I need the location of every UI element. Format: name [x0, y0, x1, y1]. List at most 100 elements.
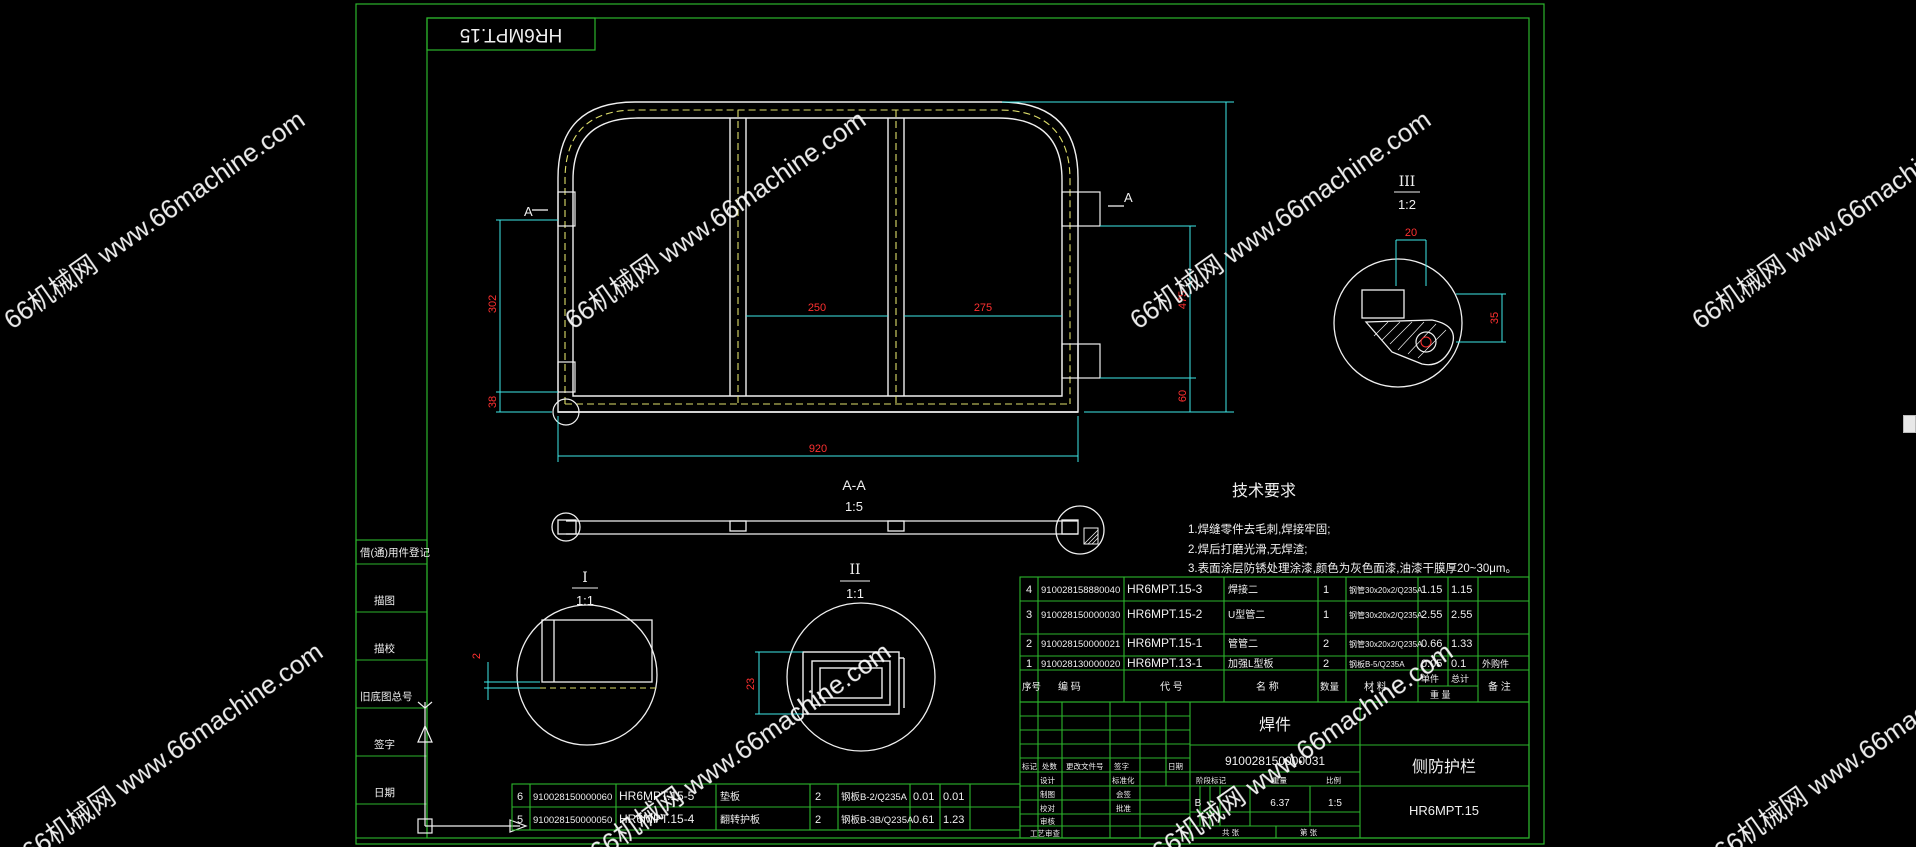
detail-ii-label: II — [849, 562, 860, 578]
bom-r2-c8: 2.55 — [1451, 609, 1472, 621]
side-table-cell-3: 描校 — [374, 642, 395, 655]
title-sheet-total: 共 张 — [1222, 828, 1240, 837]
watermark-4: 66机械网 www.66machine.com — [1686, 104, 1916, 335]
bom-lower-r1-c3: HR6MPT.15-5 — [619, 789, 695, 803]
side-table-cell-4: 旧底图总号 — [360, 690, 413, 703]
bom-lower-r1-c7: 0.01 — [913, 791, 934, 803]
dim-overall-width: 920 — [809, 443, 827, 455]
detail-i-label: I — [582, 570, 588, 586]
bom-r3-c5: 2 — [1323, 638, 1329, 650]
bom-upper-table: 4 910028158880040 HR6MPT.15-3 焊接二 1 钢管30… — [1019, 576, 1530, 703]
watermark-5: 66机械网 www.66machine.com — [16, 636, 328, 847]
title-std-3: 批准 — [1116, 803, 1132, 813]
title-stage-header-2: 重量 — [1272, 776, 1288, 785]
bom-r3-c3: HR6MPT.15-1 — [1127, 636, 1203, 650]
bom-r3-c7: 0.66 — [1421, 638, 1442, 650]
bom-lower-r1-c5: 2 — [815, 791, 821, 803]
dim-right-height-b: 60 — [1177, 390, 1189, 402]
bom-h-qty: 数量 — [1320, 681, 1340, 693]
title-std-2: 会签 — [1116, 789, 1132, 799]
bom-h-drawing: 代 号 — [1160, 681, 1183, 693]
bom-lower-r1-c4: 垫板 — [720, 790, 740, 803]
dim-left-height-a: 302 — [487, 295, 499, 313]
section-view-scale: 1:5 — [845, 499, 863, 514]
bom-r4-c2: 910028130000020 — [1041, 659, 1120, 670]
bom-r1-c4: 焊接二 — [1228, 583, 1258, 596]
inner-rail — [572, 117, 1063, 397]
dim-detail-i-gap: 2 — [471, 653, 483, 659]
section-view-label: A-A — [842, 477, 866, 493]
bom-r3-c2: 910028150000021 — [1041, 639, 1120, 650]
tech-req-title: 技术要求 — [1232, 482, 1296, 500]
watermark-3: 66机械网 www.66machine.com — [1124, 104, 1436, 335]
side-table-cell-2: 描图 — [374, 594, 395, 607]
stamp-box: HR6MPT.15 — [426, 17, 596, 51]
bom-lower-r1-c6: 钢板B-2/Q235A — [841, 791, 908, 803]
tech-req-line-1: 1.焊缝零件去毛刺,焊接牢固; — [1188, 522, 1330, 536]
bom-r4-c3: HR6MPT.13-1 — [1127, 656, 1203, 670]
outer-rail — [557, 101, 1079, 413]
drawing-frame — [355, 3, 1545, 845]
title-block: 焊件 910028150000031 侧防护栏 HR6MPT.15 B 6.37… — [1019, 701, 1530, 839]
detail-iii-scale: 1:2 — [1398, 197, 1416, 212]
watermark-2: 66机械网 www.66machine.com — [559, 104, 871, 335]
title-sheet-current: 第 张 — [1300, 827, 1318, 837]
vertical-scrollbar-thumb[interactable] — [1903, 415, 1916, 433]
side-table-cell-6: 日期 — [374, 787, 395, 799]
dim-detail-ii-height: 23 — [745, 678, 757, 690]
bom-lower-table: 6 910028150000060 HR6MPT.15-5 垫板 2 钢板B-2… — [511, 783, 1021, 831]
title-std-1: 标准化 — [1112, 775, 1135, 785]
title-weight: 6.37 — [1270, 798, 1290, 809]
title-drawing-no: HR6MPT.15 — [1409, 803, 1479, 818]
bom-lower-r2-c3: HR6MPT.15-4 — [619, 812, 695, 826]
bom-r4-c1: 1 — [1026, 658, 1032, 670]
ucs-axis-icon — [417, 701, 528, 834]
bom-h-name: 名 称 — [1256, 680, 1279, 693]
detail-view-iii: III 1:2 20 35 — [1333, 174, 1506, 388]
dimension-texts: 302 38 250 275 920 475 60 — [487, 291, 1189, 455]
detail-iii-label: III — [1399, 174, 1416, 190]
bom-r3-c8: 1.33 — [1451, 638, 1472, 650]
bom-r2-c4: U型管二 — [1228, 608, 1265, 621]
watermark-8: 66机械网 www.66machine.com — [1708, 636, 1916, 847]
title-assembly-label: 焊件 — [1259, 716, 1291, 734]
bom-r4-c7: 0.05 — [1421, 658, 1442, 670]
bom-lower-r2-c8: 1.23 — [943, 814, 964, 826]
side-table-cell-1: 借(通)用件登记 — [360, 546, 430, 559]
bom-h-total: 总计 — [1451, 673, 1469, 684]
side-table-cell-5: 签字 — [374, 738, 395, 751]
title-stage-header-3: 比例 — [1326, 775, 1341, 785]
bom-r2-c3: HR6MPT.15-2 — [1127, 607, 1203, 621]
stamp-code-text: HR6MPT.15 — [460, 24, 562, 45]
bom-r2-c7: 2.55 — [1421, 609, 1442, 621]
bom-h-weight: 重 量 — [1430, 689, 1451, 700]
bom-lower-r2-c6: 钢板B-3B/Q235A — [841, 814, 914, 826]
dimension-lines — [496, 101, 1234, 462]
bom-h-index: 序号 — [1022, 681, 1041, 693]
detail-ii-scale: 1:1 — [846, 586, 864, 601]
dim-span-right: 275 — [974, 302, 992, 314]
bom-r4-c9: 外购件 — [1482, 658, 1509, 669]
bom-r1-c6: 钢管30x20x2/Q235A — [1349, 585, 1423, 595]
bom-r2-c5: 1 — [1323, 609, 1329, 621]
title-role-5: 工艺审查 — [1030, 828, 1060, 838]
detail-i-scale: 1:1 — [576, 593, 594, 608]
bom-lower-r2-c1: 5 — [517, 814, 523, 826]
detail-view-ii: II 1:1 23 — [745, 562, 936, 752]
bom-r4-c6: 钢板B-5/Q235A — [1349, 659, 1405, 669]
tech-req-line-2: 2.焊后打磨光滑,无焊渣; — [1188, 542, 1307, 556]
main-front-view — [557, 101, 1079, 413]
bom-lower-r1-c8: 0.01 — [943, 791, 964, 803]
title-sig-header-2: 处数 — [1042, 761, 1058, 771]
title-role-4: 审核 — [1040, 816, 1056, 826]
hidden-lines — [564, 109, 1071, 405]
bom-r1-c3: HR6MPT.15-3 — [1127, 582, 1203, 596]
tech-requirements: 技术要求 1.焊缝零件去毛刺,焊接牢固; 2.焊后打磨光滑,无焊渣; 3.表面涂… — [1188, 482, 1517, 575]
bom-r3-c1: 2 — [1026, 638, 1032, 650]
bom-r4-c5: 2 — [1323, 658, 1329, 670]
dim-span-middle: 250 — [808, 302, 826, 314]
detail-view-i: I 1:1 2 — [471, 570, 660, 746]
bom-r3-c4: 管管二 — [1228, 637, 1258, 650]
bom-r3-c6: 钢管30x20x2/Q235A — [1349, 639, 1423, 649]
